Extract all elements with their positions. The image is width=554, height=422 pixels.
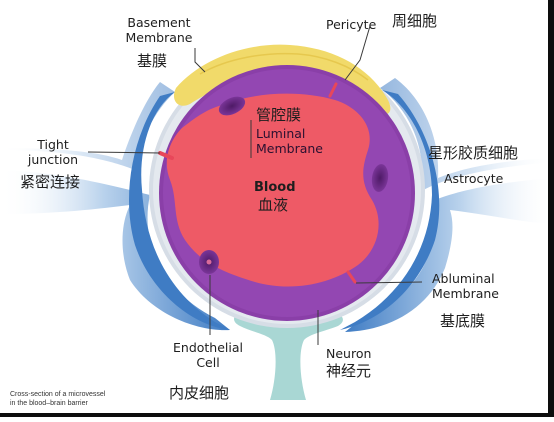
astrocyte-right — [340, 78, 554, 332]
basement-membrane-zh-label: 基膜 — [137, 52, 168, 70]
tight-junction-zh-label: 紧密连接 — [20, 173, 81, 191]
astrocyte-label: Astrocyte — [444, 171, 504, 186]
bottom-frame-edge — [0, 413, 554, 417]
nuclei — [199, 96, 389, 274]
astrocyte-zh-label: 星形胶质细胞 — [428, 144, 519, 162]
blood-lumen — [166, 93, 379, 287]
blood-label: Blood — [254, 180, 296, 195]
pericyte-zh-label: 周细胞 — [392, 12, 438, 30]
pericyte — [173, 44, 391, 115]
blood-zh-label: 血液 — [258, 196, 289, 214]
endothelial-cell-label: Endothelial Cell — [173, 340, 243, 370]
tight-junctions — [158, 82, 357, 284]
astrocyte-left — [0, 82, 230, 331]
basement-membrane-label: Basement Membrane — [125, 15, 193, 45]
figure-caption: Cross-section of a microvessel in the bl… — [10, 391, 106, 407]
endothelial-cell-zh-label: 内皮细胞 — [169, 384, 230, 402]
abluminal-membrane-label: Abluminal Membrane — [432, 271, 499, 301]
luminal-membrane-label: Luminal Membrane — [256, 126, 323, 156]
luminal-membrane-zh-label: 管腔膜 — [256, 106, 302, 124]
leader-lines — [87, 25, 423, 345]
tight-junction-label: Tight junction — [27, 137, 79, 167]
right-frame-edge — [548, 0, 554, 417]
neuron-zh-label: 神经元 — [326, 362, 372, 380]
abluminal-membrane-zh-label: 基底膜 — [440, 312, 486, 330]
pericyte-label: Pericyte — [326, 17, 377, 32]
neuron-label: Neuron — [326, 346, 372, 361]
